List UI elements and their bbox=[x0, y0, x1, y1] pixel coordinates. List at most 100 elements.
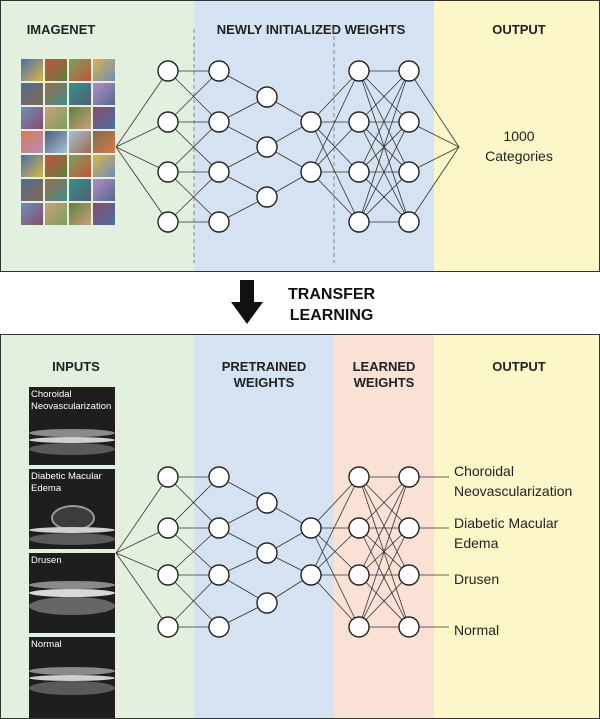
network-node bbox=[157, 60, 179, 82]
neural-network-top bbox=[115, 29, 460, 263]
imagenet-thumbnail bbox=[93, 155, 115, 177]
neural-network-bottom bbox=[115, 466, 449, 638]
network-node bbox=[208, 60, 230, 82]
imagenet-thumbnail bbox=[21, 107, 43, 129]
network-node bbox=[256, 542, 278, 564]
connection-line bbox=[167, 527, 220, 576]
connection-line bbox=[358, 70, 410, 123]
new-weights-header: NEWLY INITIALIZED WEIGHTS bbox=[216, 22, 406, 37]
connection-line bbox=[310, 171, 360, 223]
connection-line bbox=[358, 121, 410, 223]
oct-scan-drusen: Drusen bbox=[29, 553, 115, 633]
connection-line bbox=[310, 70, 360, 173]
network-node bbox=[208, 564, 230, 586]
connection-line bbox=[310, 574, 360, 628]
network-node bbox=[300, 517, 322, 539]
connection-line bbox=[310, 70, 360, 123]
connection-line bbox=[310, 476, 360, 576]
oct-scan-cnv: Choroidal Neovascularization bbox=[29, 387, 115, 465]
connection-line bbox=[310, 121, 360, 173]
connection-line bbox=[358, 476, 410, 576]
connection-line bbox=[358, 171, 410, 223]
imagenet-thumbnail bbox=[21, 131, 43, 153]
imagenet-thumbnail bbox=[21, 83, 43, 105]
imagenet-thumbnail bbox=[69, 179, 91, 201]
transfer-line2: LEARNING bbox=[289, 307, 374, 324]
network-node bbox=[398, 161, 420, 183]
transfer-learning-title: TRANSFER LEARNING bbox=[288, 284, 375, 326]
transfer-line1: TRANSFER bbox=[288, 286, 376, 303]
pretrained-header: PRETRAINED WEIGHTS bbox=[201, 359, 327, 391]
network-node bbox=[157, 111, 179, 133]
output-band-bottom bbox=[434, 335, 599, 718]
weights-band bbox=[194, 1, 434, 271]
imagenet-thumbnail bbox=[93, 131, 115, 153]
output-normal: Normal bbox=[454, 622, 500, 638]
network-node bbox=[398, 517, 420, 539]
connection-line bbox=[167, 574, 220, 628]
inputs-header: INPUTS bbox=[52, 359, 100, 374]
learned-header: LEARNED WEIGHTS bbox=[337, 359, 431, 391]
imagenet-thumbnail bbox=[45, 59, 67, 81]
network-node bbox=[348, 616, 370, 638]
oct-label-cnv: Choroidal Neovascularization bbox=[31, 389, 112, 412]
network-node bbox=[157, 564, 179, 586]
connection-line bbox=[358, 70, 410, 173]
network-node bbox=[398, 111, 420, 133]
network-node bbox=[300, 564, 322, 586]
imagenet-thumbnail bbox=[45, 107, 67, 129]
network-node bbox=[256, 136, 278, 158]
imagenet-thumbnail bbox=[93, 179, 115, 201]
imagenet-header: IMAGENET bbox=[26, 22, 96, 37]
pretrained-line1: PRETRAINED bbox=[221, 359, 307, 374]
connection-line bbox=[358, 476, 410, 628]
network-node bbox=[256, 592, 278, 614]
imagenet-thumbnail bbox=[69, 203, 91, 225]
connection-line bbox=[310, 527, 360, 576]
imagenet-thumbnail bbox=[69, 83, 91, 105]
network-node bbox=[398, 60, 420, 82]
connection-line bbox=[167, 171, 220, 223]
connection-line bbox=[358, 574, 410, 628]
network-node bbox=[398, 616, 420, 638]
oct-panel: INPUTS PRETRAINED WEIGHTS LEARNED WEIGHT… bbox=[0, 334, 600, 719]
imagenet-thumbnail bbox=[93, 59, 115, 81]
network-node bbox=[157, 211, 179, 233]
network-node bbox=[300, 111, 322, 133]
output-line bbox=[408, 146, 460, 223]
network-node bbox=[348, 564, 370, 586]
output-drusen: Drusen bbox=[454, 571, 500, 587]
network-node bbox=[256, 186, 278, 208]
oct-label-dme: Diabetic Macular Edema bbox=[31, 471, 102, 494]
network-node bbox=[208, 517, 230, 539]
connection-line bbox=[167, 121, 220, 173]
imagenet-thumbnail bbox=[21, 179, 43, 201]
oct-scan-dme: Diabetic Macular Edema bbox=[29, 469, 115, 549]
imagenet-thumbnail bbox=[45, 179, 67, 201]
imagenet-thumbnail bbox=[45, 155, 67, 177]
learned-line1: LEARNED bbox=[352, 359, 416, 374]
oct-scan-normal: Normal bbox=[29, 637, 115, 718]
connection-line bbox=[167, 476, 220, 529]
network-node bbox=[208, 111, 230, 133]
output-line bbox=[408, 70, 460, 148]
imagenet-panel: IMAGENET NEWLY INITIALIZED WEIGHTS OUTPU… bbox=[0, 0, 600, 272]
network-node bbox=[300, 161, 322, 183]
learned-line2: WEIGHTS bbox=[353, 375, 415, 390]
network-node bbox=[398, 564, 420, 586]
network-node bbox=[348, 111, 370, 133]
imagenet-thumbnail bbox=[45, 131, 67, 153]
network-node bbox=[208, 161, 230, 183]
imagenet-thumbnail bbox=[69, 107, 91, 129]
down-arrow-icon bbox=[231, 280, 263, 324]
imagenet-thumbnail bbox=[93, 83, 115, 105]
network-node bbox=[348, 60, 370, 82]
network-node bbox=[398, 466, 420, 488]
oct-label-drusen: Drusen bbox=[31, 555, 62, 566]
imagenet-thumbnail bbox=[45, 203, 67, 225]
imagenet-thumbnail bbox=[69, 155, 91, 177]
output-categories-label: Categories bbox=[485, 148, 553, 164]
imagenet-thumbnail bbox=[21, 59, 43, 81]
imagenet-thumbnail bbox=[93, 203, 115, 225]
imagenet-thumbnail bbox=[69, 59, 91, 81]
